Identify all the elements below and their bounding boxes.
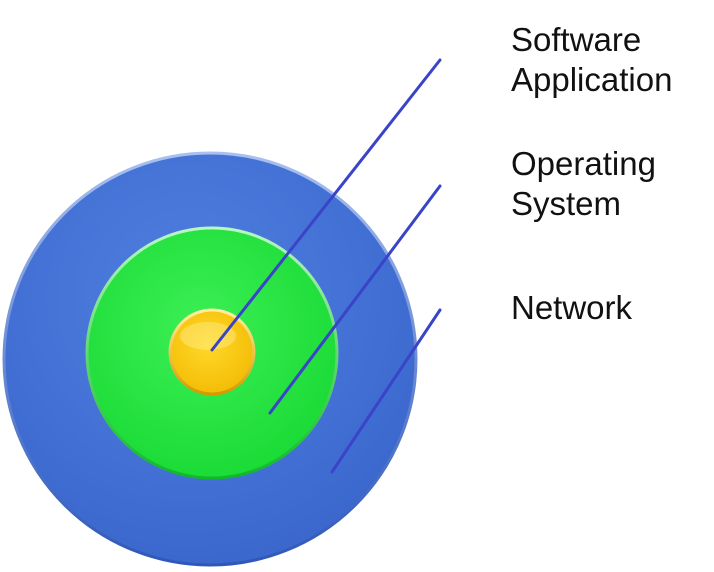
operating-system-label: Operating System: [511, 144, 656, 224]
network-label-line-1: Network: [511, 289, 633, 326]
network-label: Network: [511, 288, 632, 328]
software-application-label-line-2: Application: [511, 61, 673, 98]
core-highlight: [180, 322, 236, 350]
software-application-circle: [168, 308, 256, 396]
software-application-label: Software Application: [511, 20, 672, 100]
operating-system-leader-line: [268, 184, 442, 415]
operating-system-label-line-1: Operating: [511, 145, 656, 182]
software-application-leader-line: [210, 58, 442, 352]
network-leader-line: [330, 308, 442, 474]
software-application-label-line-1: Software: [511, 21, 642, 58]
operating-system-label-line-2: System: [511, 185, 622, 222]
